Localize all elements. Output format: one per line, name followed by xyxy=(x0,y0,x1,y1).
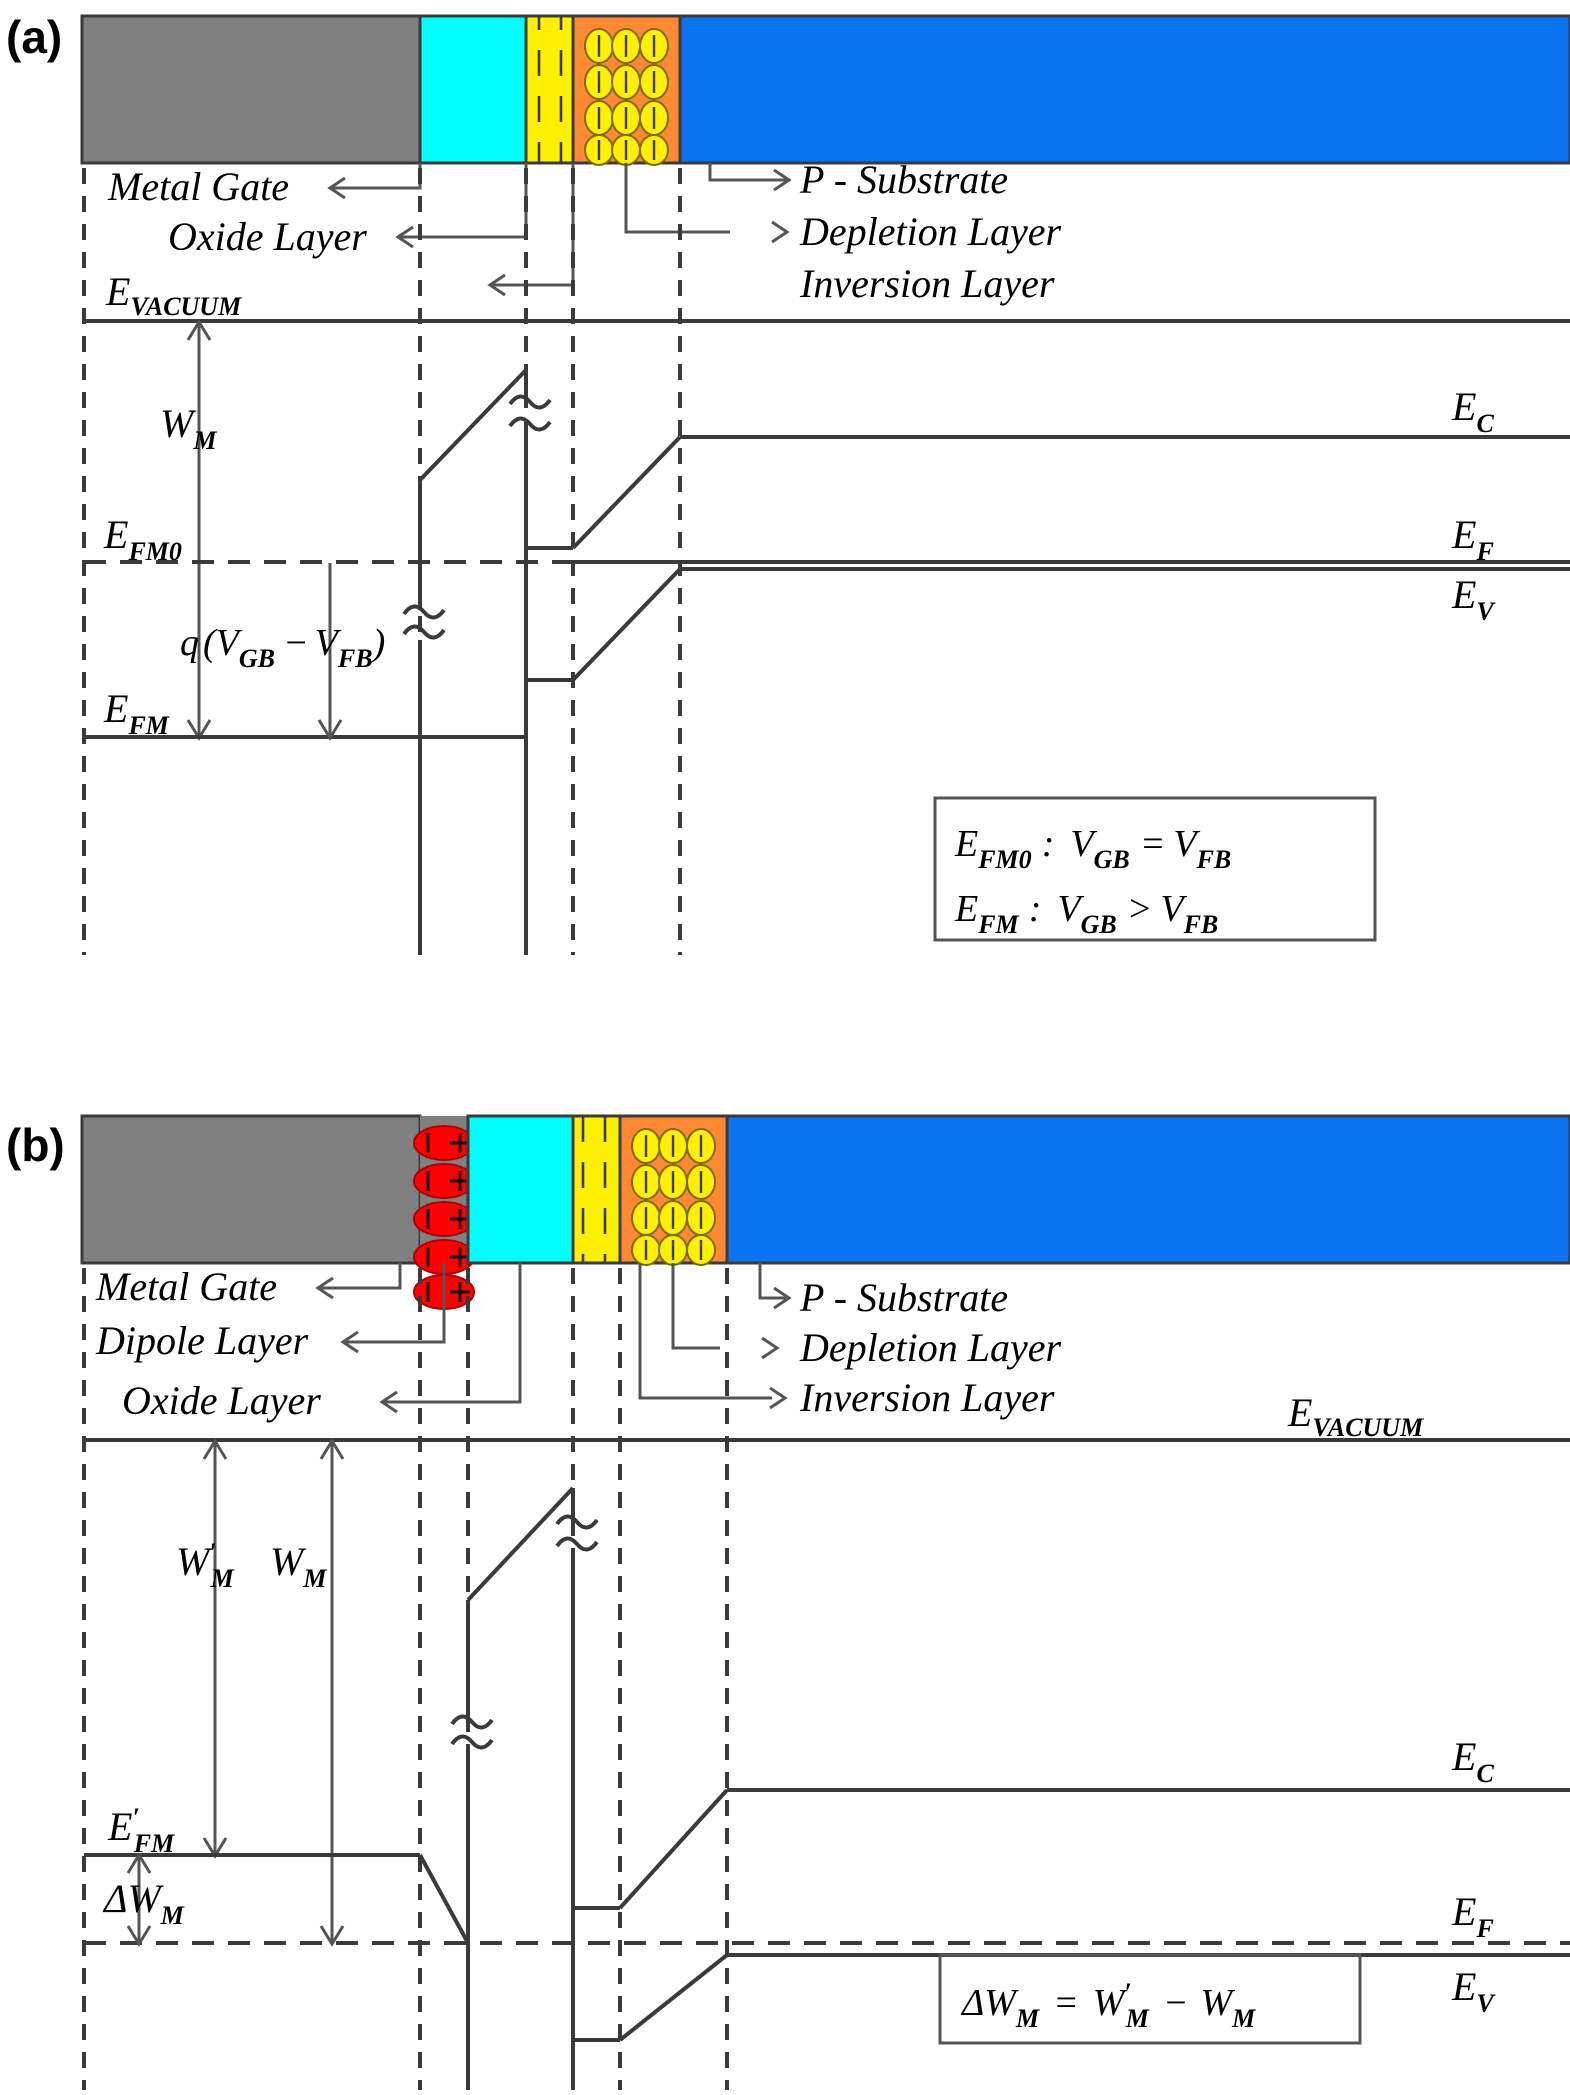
layer-dipole xyxy=(413,1125,475,1310)
delta-wm-label: ΔWM xyxy=(102,1876,185,1930)
evac-label: EVACUUM xyxy=(105,269,242,321)
oxide-band-edges xyxy=(418,368,528,955)
evac-label: EVACUUM xyxy=(1287,1390,1424,1442)
panel-b-stack xyxy=(80,1114,1570,1310)
break-squiggle xyxy=(402,394,552,640)
layer-oxide xyxy=(418,14,528,165)
ef-label: EF xyxy=(1451,512,1494,566)
wm-primed-label: W′M xyxy=(176,1538,235,1593)
layer-metal-gate xyxy=(80,1114,422,1265)
panel-b-tag: (b) xyxy=(6,1119,65,1171)
callout-dipole-layer: Dipole Layer xyxy=(95,1318,309,1363)
callout-depletion-layer: Depletion Layer xyxy=(799,1325,1061,1370)
layer-substrate xyxy=(678,14,1570,165)
panel-a-stack xyxy=(80,14,1570,166)
efm-primed-label: E′FM xyxy=(107,1803,175,1858)
semiconductor-bands xyxy=(526,435,1570,682)
bias-expression: q(VGB−VFB) xyxy=(180,622,385,673)
efm0-label: EFM0 xyxy=(103,512,182,566)
wm-label: WM xyxy=(160,401,217,455)
wm-label: WM xyxy=(270,1539,327,1593)
panel-a-callout-lines xyxy=(332,163,790,287)
panel-a-tag: (a) xyxy=(6,11,63,63)
legend-line-1: EFM0:VGB=VFB xyxy=(954,823,1231,874)
callout-p-substrate: P - Substrate xyxy=(799,157,1008,202)
wm-arrow xyxy=(319,1438,345,1947)
callout-oxide-layer: Oxide Layer xyxy=(122,1378,321,1423)
ec-label: EC xyxy=(1451,1734,1494,1788)
depletion-charge-dots xyxy=(631,1128,716,1266)
ef-label: EF xyxy=(1451,1889,1494,1943)
ev-label: EV xyxy=(1451,1964,1496,2018)
legend-line-2: EFM:VGB>VFB xyxy=(954,888,1218,939)
panel-a-legend-box xyxy=(933,796,1377,942)
legend-line-1: ΔWM=W′M−WM xyxy=(960,1978,1256,2033)
callout-depletion-layer: Depletion Layer xyxy=(799,209,1061,254)
wm-arrow xyxy=(186,319,212,741)
callout-metal-gate: Metal Gate xyxy=(95,1264,277,1309)
layer-oxide xyxy=(466,1114,575,1265)
panel-b-legend-box xyxy=(938,1953,1362,2045)
panel-b-callout-lines xyxy=(320,1263,790,1404)
layer-substrate xyxy=(725,1114,1570,1265)
panel-b-svg: Metal Gate Dipole Layer Oxide Layer P - … xyxy=(80,1114,1570,2090)
efm-label: EFM xyxy=(103,686,170,740)
oxide-band-edges xyxy=(466,1486,575,2090)
panel-a-arrowheads xyxy=(327,168,792,297)
ec-label: EC xyxy=(1451,384,1494,438)
layer-metal-gate xyxy=(80,14,422,165)
callout-metal-gate: Metal Gate xyxy=(107,164,289,209)
ev-label: EV xyxy=(1451,572,1496,626)
break-squiggle xyxy=(450,1514,599,1750)
bias-arrow xyxy=(317,563,343,741)
callout-inversion-layer: Inversion Layer xyxy=(799,261,1055,306)
callout-inversion-layer: Inversion Layer xyxy=(799,1375,1055,1420)
layer-inversion xyxy=(524,14,575,165)
callout-p-substrate: P - Substrate xyxy=(799,1275,1008,1320)
wm-primed-arrow xyxy=(202,1438,228,1859)
panel-b-arrowheads xyxy=(315,1276,792,1414)
layer-inversion xyxy=(571,1114,622,1265)
panel-a-svg: Metal Gate Oxide Layer P - Substrate Dep… xyxy=(80,14,1570,955)
depletion-charge-dots xyxy=(584,28,669,166)
delta-wm-arrow xyxy=(126,1852,152,1947)
callout-oxide-layer: Oxide Layer xyxy=(168,214,367,259)
